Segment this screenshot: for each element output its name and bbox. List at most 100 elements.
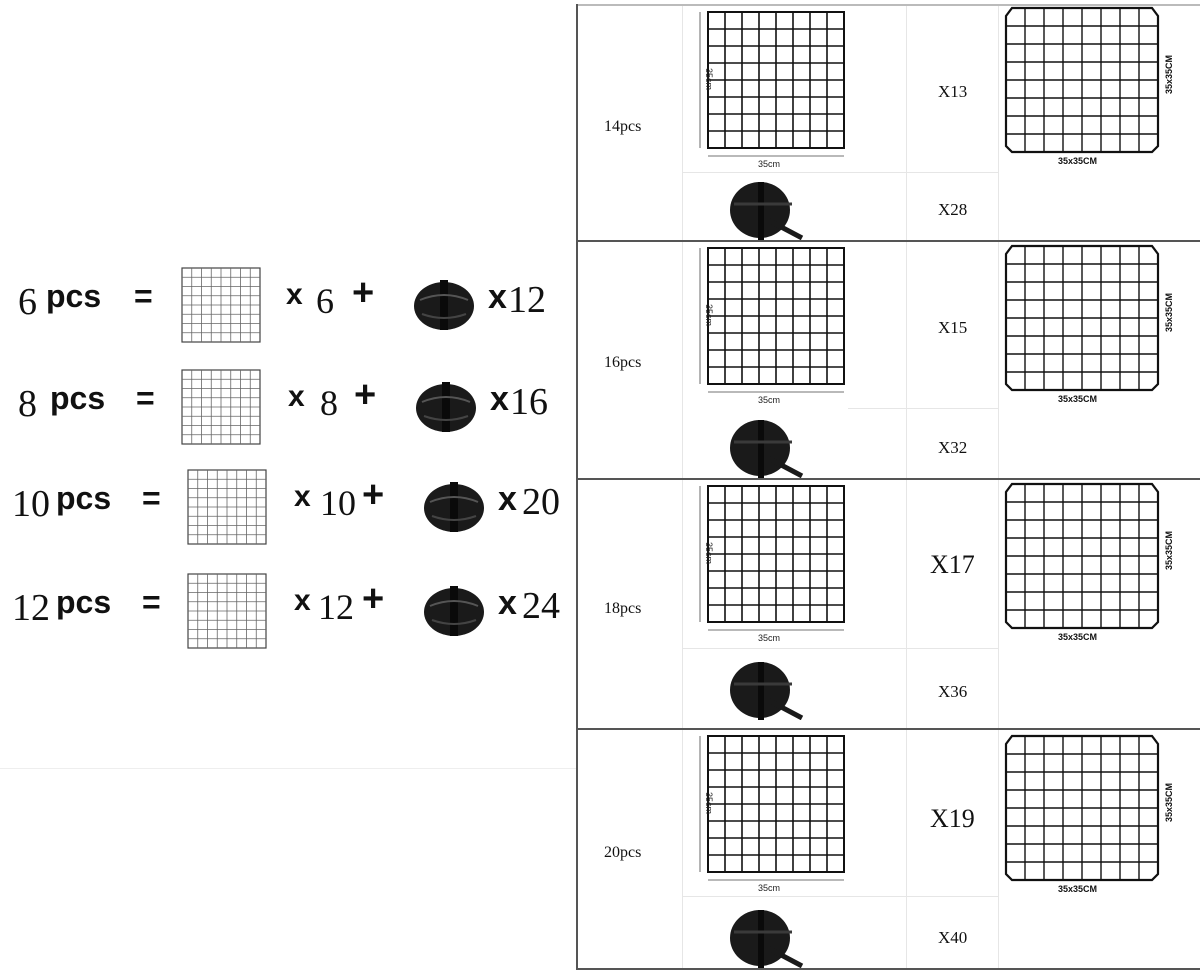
equation-pcs-unit: pcs bbox=[56, 480, 112, 516]
equation-row-10: 10 pcs = x 10 + x 20 bbox=[0, 460, 576, 555]
grid-panel-icon: 35cm 35cm bbox=[699, 485, 845, 643]
grid-panel-icon bbox=[187, 573, 267, 649]
equation-pcs: 8 bbox=[18, 383, 37, 425]
grid-panel-photo: 35x35CM 35x35CM bbox=[1002, 734, 1177, 904]
equation-equals: = bbox=[134, 278, 153, 314]
grid-panel-photo-icon: 35x35CM 35x35CM bbox=[1004, 6, 1174, 166]
dimension-label: 35cm bbox=[758, 633, 780, 643]
connector-icon bbox=[730, 420, 804, 478]
dimension-label: 35x35CM bbox=[1058, 394, 1097, 404]
grid-panel-image bbox=[184, 462, 270, 548]
connector-icon bbox=[416, 382, 476, 432]
set-label: 20pcs bbox=[604, 844, 642, 861]
grid-panel-photo: 35x35CM 35x35CM bbox=[1002, 482, 1177, 652]
connector-image bbox=[724, 904, 804, 968]
equation-plus: + bbox=[362, 578, 385, 620]
connector-count: X32 bbox=[938, 438, 968, 457]
equation-pcs: 12 bbox=[12, 587, 50, 629]
dimension-label: 35x35CM bbox=[1164, 55, 1174, 94]
connector-image bbox=[420, 576, 488, 644]
grid-panel-image bbox=[184, 566, 270, 652]
equation-pcs: 10 bbox=[12, 483, 50, 525]
set-label: 16pcs bbox=[604, 354, 642, 371]
grid-panel-photo-icon: 35x35CM 35x35CM bbox=[1004, 482, 1174, 642]
equation-times: x bbox=[498, 584, 517, 622]
grid-panel-icon bbox=[181, 369, 261, 445]
set-row-16: 16pcs 35cm 35cm X15 X32 35x35CM 35x35CM bbox=[578, 240, 1200, 478]
connector-icon bbox=[730, 662, 804, 720]
equation-row-6: 6 pcs = x 6 + x 12 bbox=[0, 258, 576, 353]
equation-panel: 6 pcs = x 6 + x 12 8 pcs = x 8 + x 16 10… bbox=[0, 0, 576, 770]
set-label: 14pcs bbox=[604, 118, 642, 135]
panel-count: X19 bbox=[930, 804, 975, 833]
equation-row-12: 12 pcs = x 12 + x 24 bbox=[0, 564, 576, 659]
equation-times: x bbox=[288, 380, 305, 413]
grid-panel-diagram: 35cm 35cm bbox=[698, 484, 858, 644]
equation-plus: + bbox=[354, 374, 377, 416]
panel-count: X13 bbox=[938, 82, 968, 101]
grid-panel-photo: 35x35CM 35x35CM bbox=[1002, 6, 1177, 176]
equation-plus: + bbox=[352, 272, 375, 314]
equation-pcs-unit: pcs bbox=[46, 278, 102, 314]
dimension-label: 35cm bbox=[704, 792, 714, 814]
equation-panel-count: 6 bbox=[316, 281, 334, 321]
grid-panel-diagram: 35cm 35cm bbox=[698, 734, 858, 894]
equation-equals: = bbox=[136, 380, 155, 416]
connector-icon bbox=[424, 586, 484, 636]
dimension-label: 35cm bbox=[704, 542, 714, 564]
connector-icon bbox=[730, 182, 804, 240]
equation-times: x bbox=[488, 278, 507, 316]
grid-panel-icon bbox=[187, 469, 267, 545]
grid-panel-icon: 35cm 35cm bbox=[699, 11, 845, 169]
equation-pcs-unit: pcs bbox=[50, 380, 106, 416]
dimension-label: 35cm bbox=[758, 883, 780, 893]
grid-panel-icon bbox=[181, 267, 261, 343]
equation-row-8: 8 pcs = x 8 + x 16 bbox=[0, 360, 576, 455]
connector-icon bbox=[424, 482, 484, 532]
dimension-label: 35x35CM bbox=[1164, 293, 1174, 332]
dimension-label: 35x35CM bbox=[1164, 531, 1174, 570]
connector-count: X40 bbox=[938, 928, 968, 947]
dimension-label: 35cm bbox=[704, 68, 714, 90]
equation-equals: = bbox=[142, 584, 161, 620]
grid-panel-photo-icon: 35x35CM 35x35CM bbox=[1004, 734, 1174, 894]
connector-image bbox=[410, 270, 478, 338]
connector-count: X36 bbox=[938, 682, 968, 701]
dimension-label: 35cm bbox=[758, 395, 780, 405]
section-divider bbox=[0, 768, 576, 769]
equation-panel-count: 8 bbox=[320, 383, 338, 423]
dimension-label: 35x35CM bbox=[1164, 783, 1174, 822]
equation-times: x bbox=[490, 380, 509, 418]
grid-panel-icon: 35cm 35cm bbox=[699, 735, 845, 893]
equation-times: x bbox=[294, 584, 311, 617]
dimension-label: 35x35CM bbox=[1058, 884, 1097, 894]
equation-times: x bbox=[498, 480, 517, 518]
dimension-label: 35cm bbox=[704, 304, 714, 326]
equation-times: x bbox=[286, 278, 303, 311]
connector-count: X28 bbox=[938, 200, 968, 219]
equation-pcs: 6 bbox=[18, 281, 37, 323]
connector-image bbox=[724, 656, 804, 720]
connector-image bbox=[412, 372, 480, 440]
equation-plus: + bbox=[362, 474, 385, 516]
grid-panel-image bbox=[178, 362, 264, 448]
grid-panel-photo-icon: 35x35CM 35x35CM bbox=[1004, 244, 1174, 404]
grid-panel-diagram: 35cm 35cm bbox=[698, 10, 858, 170]
connector-icon bbox=[730, 910, 804, 968]
equation-pcs-unit: pcs bbox=[56, 584, 112, 620]
set-row-18: 18pcs 35cm 35cm X17 X36 35x35CM 35x35CM bbox=[578, 478, 1200, 728]
equation-times: x bbox=[294, 480, 311, 513]
equation-connector-count: 16 bbox=[510, 381, 548, 423]
set-row-14: 14pcs 35cm 35cm X13 X28 35x35CM 35x35CM bbox=[578, 4, 1200, 240]
equation-connector-count: 20 bbox=[522, 481, 560, 523]
dimension-label: 35x35CM bbox=[1058, 632, 1097, 642]
dimension-label: 35cm bbox=[758, 159, 780, 169]
connector-image bbox=[724, 176, 804, 240]
dimension-label: 35x35CM bbox=[1058, 156, 1097, 166]
set-label: 18pcs bbox=[604, 600, 642, 617]
equation-connector-count: 24 bbox=[522, 585, 560, 627]
connector-image bbox=[724, 414, 804, 478]
equation-panel-count: 12 bbox=[318, 587, 354, 627]
grid-panel-photo: 35x35CM 35x35CM bbox=[1002, 244, 1177, 414]
panel-count: X15 bbox=[938, 318, 968, 337]
